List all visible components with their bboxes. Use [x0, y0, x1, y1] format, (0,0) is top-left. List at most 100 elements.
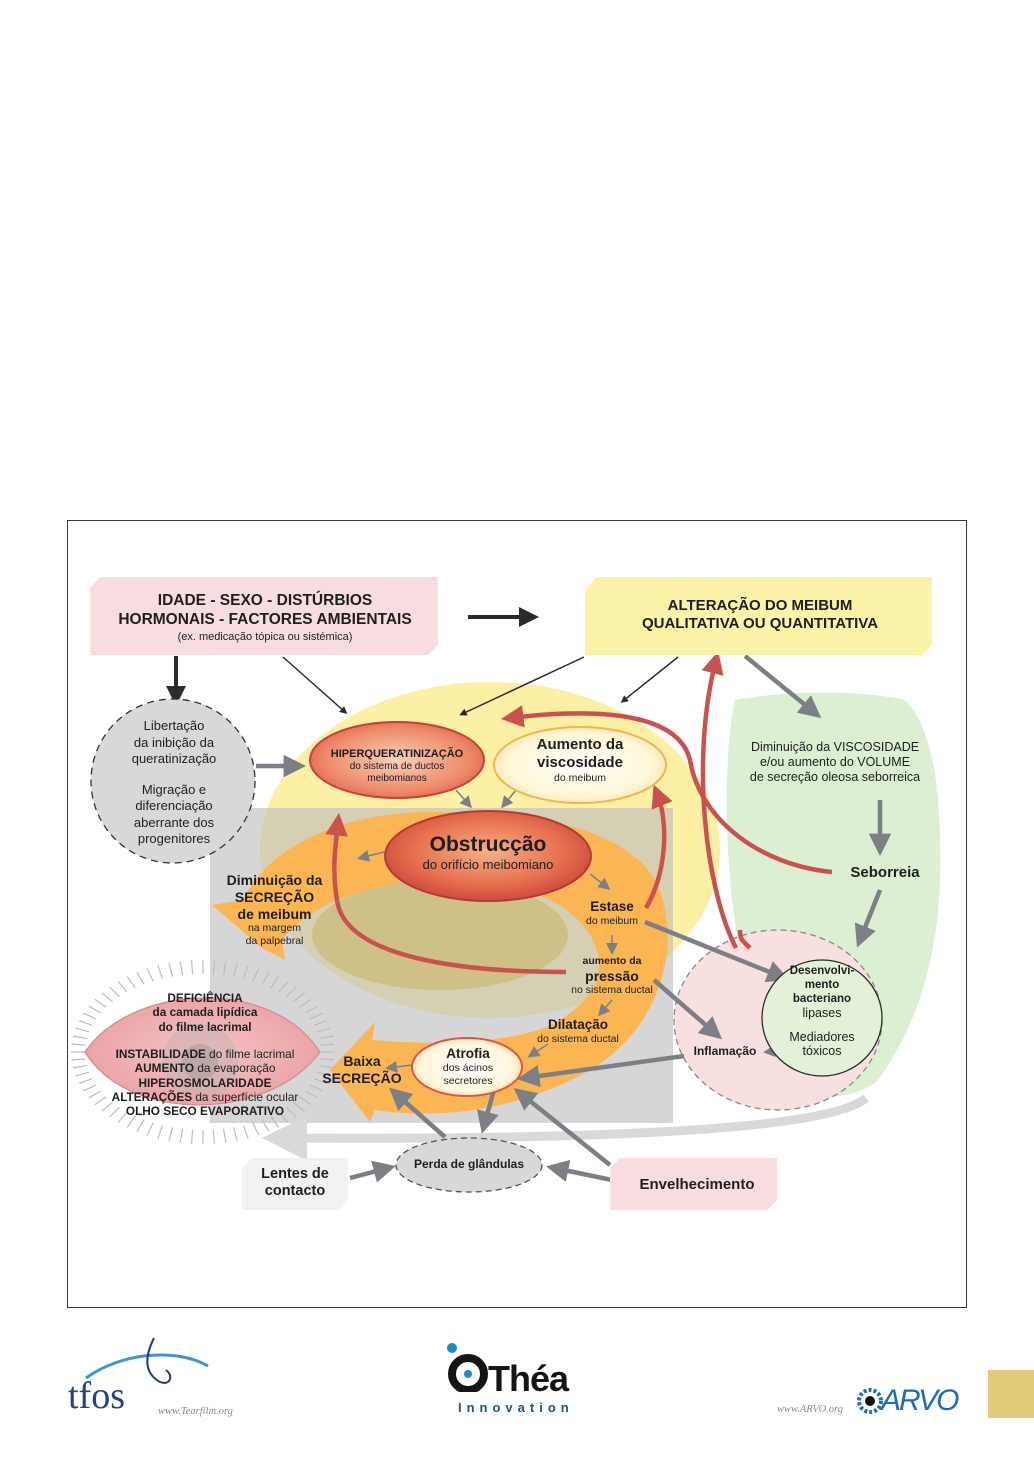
eyelash	[179, 961, 184, 976]
eyelash	[94, 998, 107, 1008]
eyelash	[316, 1071, 331, 1077]
eyelash	[101, 1101, 113, 1112]
thea-wordmark: Théa	[488, 1358, 569, 1399]
eyelash	[83, 1012, 97, 1020]
atrophy-node: Atrofia dos ácinos secretores	[422, 1046, 514, 1087]
dilatation-node: Dilatação do sistema ductal	[525, 1017, 631, 1046]
eyelash	[94, 1096, 107, 1106]
eyelash	[222, 961, 227, 976]
eye-text-consequences: INSTABILIDADE do filme lacrimal AUMENTO …	[98, 1047, 312, 1118]
eyelash	[232, 962, 238, 977]
bacterial-line4: lipases	[802, 1006, 842, 1020]
eye-instability-bold: INSTABILIDADE	[115, 1047, 206, 1061]
eyelash	[168, 1127, 174, 1142]
arvo-url[interactable]: www.ARVO.org	[777, 1404, 843, 1415]
grey-circle-line1: Libertação	[143, 718, 205, 733]
hiper-ellipse	[309, 721, 485, 799]
pressao-line2: pressão	[585, 967, 639, 984]
eyelash	[286, 1106, 297, 1118]
hiper-sub2: meibomianos	[367, 773, 427, 785]
eyelash	[72, 1035, 87, 1040]
eye-d2: da camada lipídica	[152, 1005, 258, 1020]
eye-evaporation: AUMENTO da evaporação	[98, 1061, 312, 1075]
atrofia-ellipse	[411, 1037, 523, 1097]
eye-text-deficiency: DEFICIÊNCIA da camada lipídica do filme …	[105, 991, 305, 1034]
bacterial-line1: Desenvolvi-	[789, 965, 855, 977]
thea-logo-block: Théa Innovation	[444, 1340, 594, 1420]
eye-evaporation-bold: AUMENTO	[134, 1061, 195, 1076]
dilatacao-sub: do sistema ductal	[537, 1033, 619, 1046]
grey-circle-line2: da inibição da	[133, 734, 215, 750]
eyelash	[319, 1035, 334, 1040]
bacterial-line6: tóxicos	[802, 1044, 842, 1058]
tfos-logo-block: tfos www.Tearfilm.org	[68, 1330, 270, 1420]
eyelash	[109, 1106, 120, 1118]
eyelash	[304, 1005, 318, 1014]
bacterial-line2: mento	[804, 979, 840, 991]
eyelash	[316, 1027, 331, 1033]
grey-circle-spacer	[100, 768, 248, 782]
keratinization-circle-text: Libertação da inibição da queratinização…	[100, 718, 248, 848]
eyelash	[75, 1027, 90, 1033]
grey-circle-line5: Migração e	[141, 781, 207, 797]
eye-d3: do filme lacrimal	[158, 1019, 252, 1034]
eyelash	[232, 1127, 238, 1142]
atrofia-title: Atrofia	[446, 1046, 490, 1061]
envelhecimento-label: Envelhecimento	[639, 1176, 755, 1193]
pressao-line3: no sistema ductal	[571, 984, 653, 997]
obstruction-title: Obstrucção	[429, 833, 547, 856]
bacterial-node: Desenvolvi- mento bacteriano lipases Med…	[768, 964, 876, 1058]
eyelash	[117, 981, 128, 993]
eyelash	[299, 998, 312, 1008]
bacterial-circle	[761, 959, 883, 1077]
eyelash	[126, 976, 136, 989]
eyelash	[313, 1019, 328, 1026]
hiper-title: HIPERQUERATINIZAÇÃO	[330, 748, 464, 760]
grey-circle-line7: aberrante dos	[133, 814, 215, 830]
eye-surface: ALTERAÇÕES da superfície ocular	[98, 1090, 312, 1104]
risk-factors-line2: HORMONAIS - FACTORES AMBIENTAIS	[118, 610, 412, 628]
eye-surface-rest: da superfície ocular	[192, 1089, 299, 1104]
bacterial-spacer	[768, 1020, 876, 1030]
eyelash	[78, 1078, 93, 1085]
eyelash	[261, 972, 270, 985]
eyelash	[320, 1058, 335, 1061]
top-right-box-shape	[585, 577, 932, 655]
eyelash	[101, 992, 113, 1003]
eyelash	[71, 1043, 86, 1046]
arvo-wordmark: ARVO	[881, 1384, 959, 1417]
eyelash	[157, 965, 164, 979]
eyelash	[293, 1101, 305, 1112]
dilatacao-title: Dilatação	[547, 1017, 609, 1032]
eyelash	[286, 986, 297, 998]
lentes-box-shape	[242, 1158, 348, 1210]
eyelash	[319, 1064, 334, 1069]
grey-circle-line8: progenitores	[137, 831, 211, 846]
thea-innovation: Innovation	[458, 1400, 574, 1415]
hiper-sub1: do sistema de ductos	[349, 761, 445, 773]
eyelash	[278, 981, 289, 993]
low-secretion-node: Baixa SECREÇÃO	[312, 1053, 412, 1087]
eyelash	[88, 1005, 102, 1014]
baixa-line1: Baixa	[343, 1053, 381, 1069]
eyelash	[83, 1084, 97, 1092]
atrofia-sub1: dos ácinos	[442, 1062, 494, 1075]
eye-instability: INSTABILIDADE do filme lacrimal	[98, 1047, 312, 1061]
hyperkeratinization-node: HIPERQUERATINIZAÇÃO do sistema de ductos…	[310, 748, 484, 785]
lentes-line2: contacto	[264, 1183, 326, 1200]
tfos-wordmark: tfos	[68, 1375, 125, 1417]
diminuicao-line3: de meibum	[237, 905, 312, 922]
arvo-eye-icon	[857, 1388, 883, 1414]
tfos-url[interactable]: www.Tearfilm.org	[158, 1406, 233, 1417]
black-arrows	[166, 607, 679, 716]
eyelash	[320, 1043, 335, 1046]
perda-label: Perda de glândulas	[413, 1157, 525, 1171]
risk-factors-box: IDADE - SEXO - DISTÚRBIOS HORMONAIS - FA…	[90, 592, 440, 644]
top-left-box-shape	[90, 577, 438, 655]
viscosity-sub: do meibum	[554, 772, 606, 784]
risk-factors-line1: IDADE - SEXO - DISTÚRBIOS	[157, 592, 373, 609]
obstruction-ellipse	[384, 810, 592, 902]
eye-illustration	[71, 960, 335, 1144]
corner-tab	[988, 1370, 1034, 1418]
perda-ellipse	[395, 1137, 543, 1193]
